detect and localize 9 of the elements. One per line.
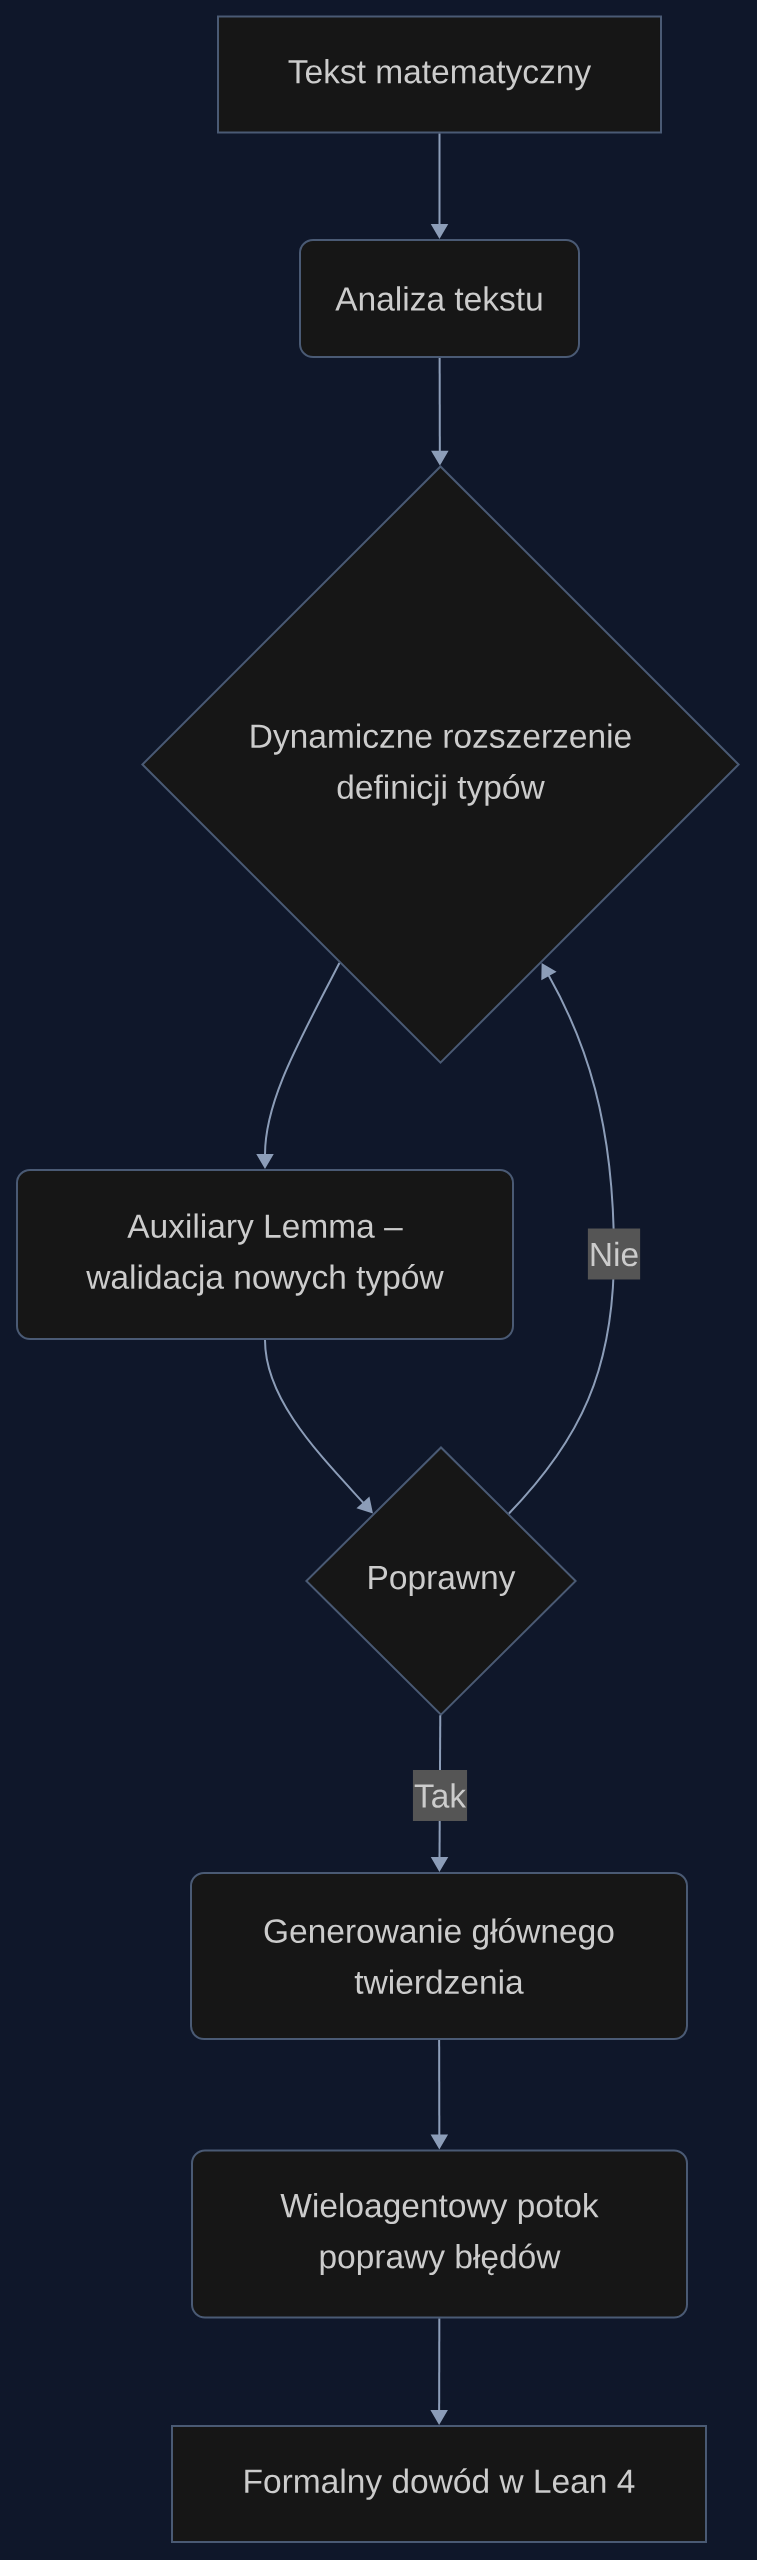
process-box: Formalny dowód w Lean 4: [171, 2425, 707, 2543]
process-box: Wieloagentowy potok poprawy błędów: [191, 2149, 688, 2319]
process-box: Analiza tekstu: [299, 239, 580, 358]
process-box: Generowanie głównego twierdzenia: [190, 1872, 688, 2040]
edge-label: Nie: [587, 1228, 641, 1280]
process-box: Auxiliary Lemma – walidacja nowych typów: [16, 1169, 514, 1340]
edge-label: Tak: [412, 1770, 468, 1821]
arrow: [508, 963, 615, 1515]
process-box: Tekst matematyczny: [217, 15, 662, 134]
